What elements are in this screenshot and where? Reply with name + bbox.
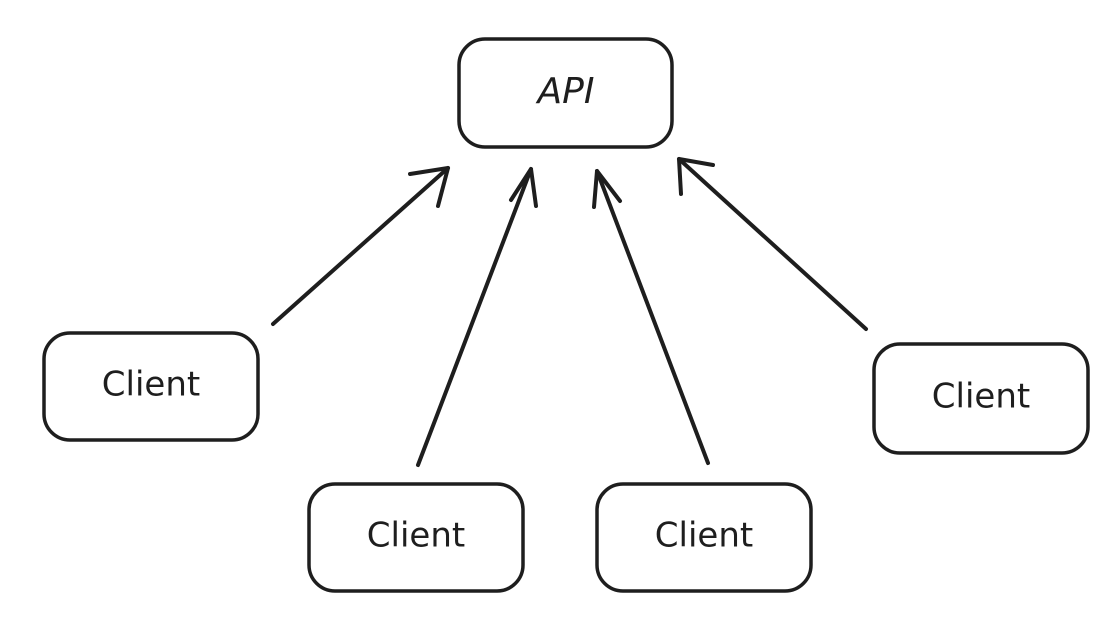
api-label: API	[536, 71, 595, 112]
client-node-1: Client	[42, 331, 260, 442]
client-node-3: Client	[595, 482, 813, 593]
edge-client-1-to-api	[271, 166, 450, 326]
client-3-label: Client	[655, 516, 753, 556]
api-node: API	[457, 37, 674, 149]
edge-client-4-to-api	[677, 157, 868, 331]
client-1-label: Client	[102, 365, 200, 405]
client-node-4: Client	[872, 342, 1090, 455]
client-node-2: Client	[307, 482, 525, 593]
client-4-label: Client	[932, 377, 1030, 417]
edge-client-2-to-api	[416, 167, 538, 467]
edge-client-3-to-api	[592, 169, 710, 465]
client-2-label: Client	[367, 516, 465, 556]
